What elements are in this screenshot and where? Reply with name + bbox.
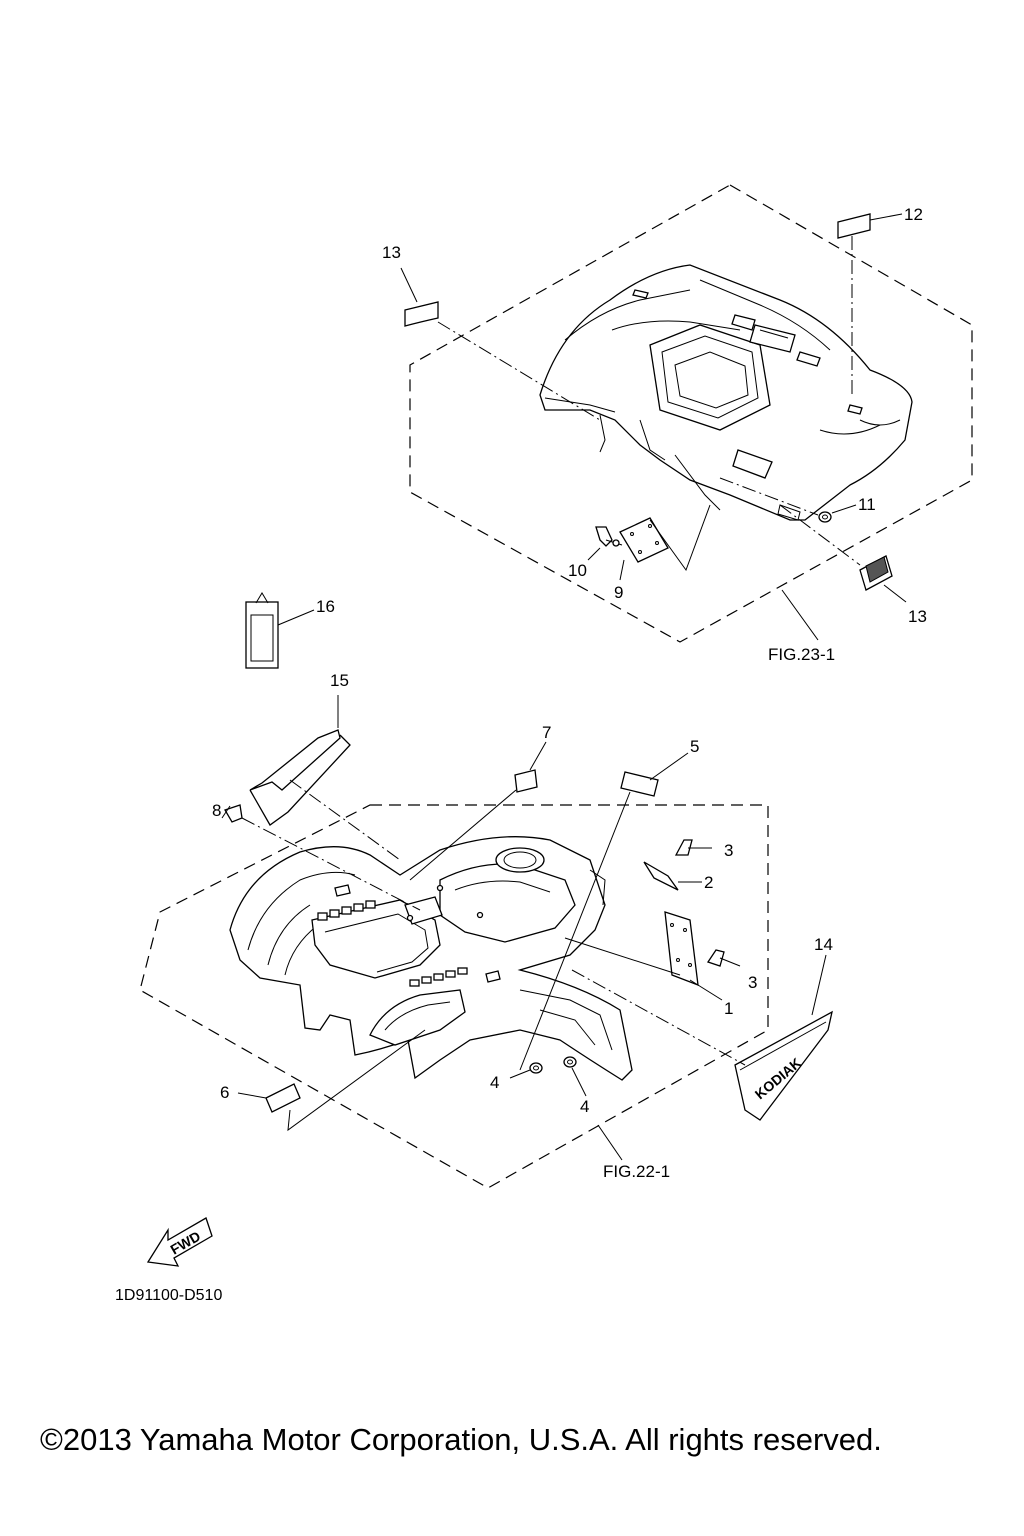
copyright-notice: ©2013 Yamaha Motor Corporation, U.S.A. A…	[40, 1422, 882, 1457]
rear-group-boundary	[409, 184, 973, 643]
part-4-grommet-right	[563, 1056, 577, 1068]
part-3-screw-upper	[674, 839, 712, 856]
part-4-grommet-left	[529, 1062, 543, 1074]
rear-fender-group: 12 13 13 11 9	[382, 184, 973, 664]
front-fender-group: 15 8 7 5 2 3	[139, 671, 833, 1189]
rear-fender	[539, 264, 913, 521]
callout-4-left: 4	[490, 1073, 499, 1092]
callout-4-right: 4	[580, 1097, 589, 1116]
callout-7: 7	[542, 723, 551, 742]
part-9-plate	[619, 517, 669, 563]
callout-13-lower: 13	[908, 607, 927, 626]
callout-16: 16	[316, 597, 335, 616]
callout-8: 8	[212, 801, 221, 820]
fwd-arrow-icon: FWD	[146, 1217, 213, 1267]
part-2-plate	[643, 861, 679, 891]
front-fender	[229, 836, 633, 1081]
callout-3-upper: 3	[724, 841, 733, 860]
part-6-decal	[265, 1083, 301, 1113]
callout-15: 15	[330, 671, 349, 690]
fig-ref-front: FIG.22-1	[603, 1162, 670, 1181]
callout-13-upper: 13	[382, 243, 401, 262]
part-15-decal	[249, 729, 351, 826]
callout-10: 10	[568, 561, 587, 580]
part-13-decal-upper	[404, 301, 439, 327]
part-12-decal	[837, 213, 871, 239]
part-11-grommet	[818, 511, 832, 523]
part-10-screw	[595, 526, 623, 547]
fig-ref-rear: FIG.23-1	[768, 645, 835, 664]
part-5-decal	[620, 771, 659, 797]
document-id: 1D91100-D510	[115, 1287, 222, 1304]
callout-3-lower: 3	[748, 973, 757, 992]
callout-9: 9	[614, 583, 623, 602]
part-1-panel	[664, 911, 699, 986]
callout-12: 12	[904, 205, 923, 224]
callout-14: 14	[814, 935, 833, 954]
part-16-tag	[245, 592, 279, 669]
part-13-decal-lower	[859, 555, 893, 591]
part-14-decal: KODIAK	[734, 1010, 833, 1121]
callout-5: 5	[690, 737, 699, 756]
callout-1: 1	[724, 999, 733, 1018]
callout-11: 11	[858, 495, 876, 514]
part-7-decal	[514, 769, 538, 793]
front-group-boundary	[139, 804, 769, 1189]
part-3-screw-lower	[706, 949, 741, 967]
callout-2: 2	[704, 873, 713, 892]
part-8-cap	[224, 804, 243, 823]
callout-6: 6	[220, 1083, 229, 1102]
